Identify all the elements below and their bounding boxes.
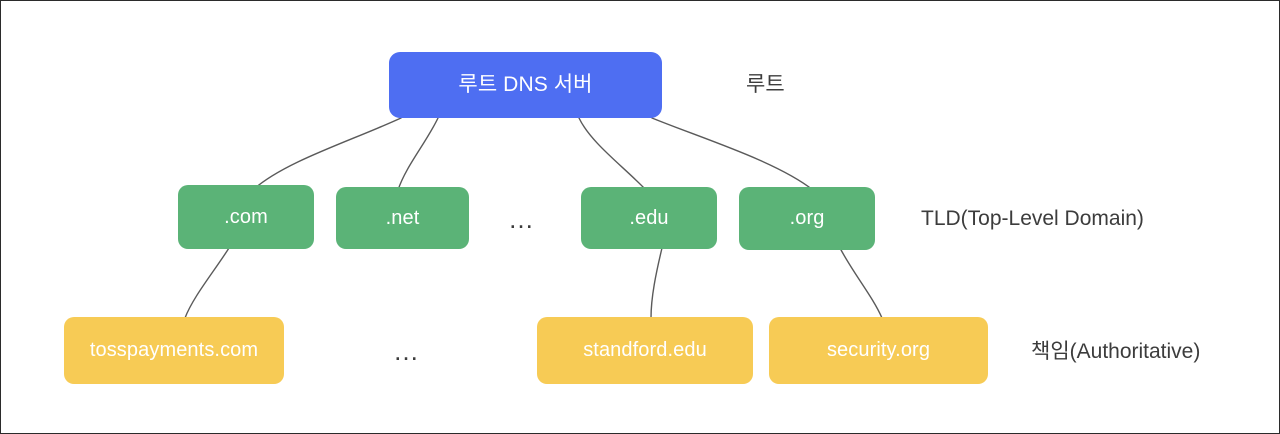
edge-root-to-com bbox=[253, 117, 402, 190]
node-tld-com-label: .com bbox=[224, 205, 268, 228]
node-tld-net-label: .net bbox=[385, 206, 420, 229]
tier-label-tld: TLD(Top-Level Domain) bbox=[921, 207, 1144, 230]
node-auth-security-org[interactable]: security.org bbox=[769, 317, 988, 384]
node-auth-security-org-label: security.org bbox=[826, 339, 931, 361]
node-tld-edu-label: .edu bbox=[629, 206, 669, 229]
ellipsis-authoritative-more: … bbox=[393, 336, 421, 366]
node-root-dns-server-label: 루트 DNS 서버 bbox=[458, 72, 593, 96]
edge-edu-to-standford bbox=[650, 247, 663, 319]
ellipsis-tld-more: … bbox=[508, 204, 536, 234]
node-tld-edu[interactable]: .edu bbox=[581, 187, 717, 249]
edge-root-to-org bbox=[651, 117, 814, 191]
edge-root-to-net bbox=[397, 117, 439, 191]
node-auth-tosspayments-com[interactable]: tosspayments.com bbox=[64, 317, 284, 384]
edge-org-to-security bbox=[839, 247, 883, 319]
node-auth-tosspayments-com-label: tosspayments.com bbox=[89, 339, 259, 361]
node-auth-standford-edu[interactable]: standford.edu bbox=[537, 317, 753, 384]
node-root-dns-server[interactable]: 루트 DNS 서버 bbox=[389, 52, 662, 118]
edge-root-to-edu bbox=[578, 117, 647, 191]
edge-com-to-tosspayments bbox=[184, 247, 230, 319]
node-tld-org[interactable]: .org bbox=[739, 187, 875, 250]
node-tld-com[interactable]: .com bbox=[178, 185, 314, 249]
node-auth-standford-edu-label: standford.edu bbox=[583, 339, 707, 361]
tier-label-authoritative: 책임(Authoritative) bbox=[1031, 340, 1201, 363]
node-tld-org-label: .org bbox=[789, 207, 825, 229]
node-tld-net[interactable]: .net bbox=[336, 187, 469, 249]
tier-label-root: 루트 bbox=[746, 73, 785, 96]
